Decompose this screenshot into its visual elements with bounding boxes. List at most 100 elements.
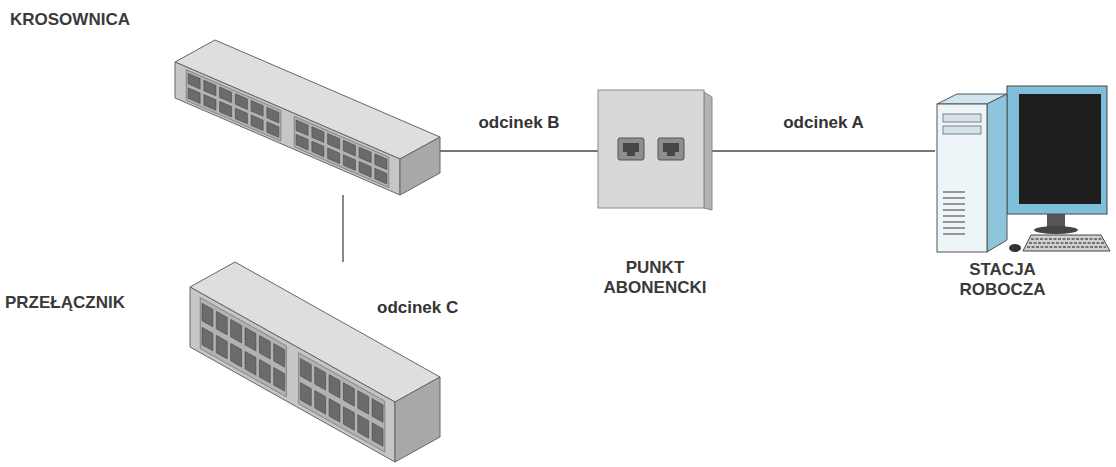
tower-vent (943, 197, 965, 199)
port-panel (200, 298, 286, 397)
rj45-port (329, 399, 340, 423)
rj45-port (216, 335, 227, 359)
workstation: STACJA ROBOCZA (935, 82, 1110, 254)
rj45-port (235, 108, 247, 124)
label-box: KROSOWNICA (10, 10, 160, 30)
device-front (190, 287, 395, 462)
cable-line (342, 195, 343, 262)
rj45-port (251, 115, 263, 131)
cable-line (712, 150, 935, 151)
rj45-port (358, 391, 369, 415)
rj45-port (220, 101, 232, 117)
device-illustration (598, 90, 712, 210)
outlet-face (598, 90, 704, 208)
rj45-port (312, 127, 324, 143)
rj45-port (259, 336, 270, 360)
edge-label-box: odcinek A (781, 113, 866, 133)
device-label: PUNKT ABONENCKI (585, 258, 725, 299)
rj45-port (204, 80, 216, 96)
keyboard-keys (1027, 246, 1106, 247)
rj45-port (375, 154, 387, 170)
segment-label: odcinek C (375, 298, 460, 317)
outlet-side (704, 92, 712, 210)
drive-bay (943, 126, 981, 134)
monitor-body (1007, 86, 1107, 214)
rj45-port (274, 368, 285, 392)
rj45-port (216, 311, 227, 335)
rj45-port (235, 94, 247, 110)
cable-line (440, 150, 598, 151)
device-end (395, 377, 440, 462)
monitor-base (1034, 226, 1078, 234)
segment-label: odcinek B (476, 113, 561, 132)
rj45-port (245, 351, 256, 375)
rj45-port (343, 140, 355, 156)
rj45-port (251, 101, 263, 117)
drive-bay (943, 114, 981, 122)
rj45-port (329, 375, 340, 399)
rj45-port (202, 303, 213, 327)
device-label: STACJA ROBOCZA (935, 260, 1070, 301)
rj45-port (372, 399, 383, 423)
tower-side (987, 94, 1007, 252)
rj45-port (375, 168, 387, 184)
patch-panel: KROSOWNICA (175, 40, 440, 195)
tower-front (937, 104, 987, 252)
rj45-port (204, 95, 216, 111)
keyboard (1023, 235, 1110, 251)
network-switch: PRZEŁĄCZNIK (190, 262, 440, 462)
rj45-port (300, 383, 311, 407)
wall-outlet: PUNKT ABONENCKI (598, 90, 712, 210)
rj45-port (245, 327, 256, 351)
port-panel (294, 116, 389, 187)
edge-label-box: odcinek B (476, 113, 561, 133)
device-label: PRZEŁĄCZNIK (5, 293, 175, 313)
device-front (175, 62, 400, 195)
port-panel (186, 70, 281, 141)
tower-vent (943, 191, 965, 193)
rj45-port (231, 343, 242, 367)
outlet-socket (658, 138, 684, 160)
monitor-stand (1047, 214, 1065, 228)
rj45-port (231, 319, 242, 343)
tower-vent (943, 215, 965, 217)
rj45-port (343, 383, 354, 407)
tower-vent (943, 203, 965, 205)
device-top (190, 262, 440, 402)
rj45-port (188, 73, 200, 89)
rj45-port (359, 147, 371, 163)
label-box: STACJA ROBOCZA (935, 260, 1070, 301)
rj45-port (267, 122, 279, 138)
keyboard-keys (1031, 238, 1102, 239)
rj45-port (359, 162, 371, 178)
rj45-port (188, 88, 200, 104)
rj45-port (328, 134, 340, 150)
socket-slot (663, 143, 679, 156)
device-illustration (175, 40, 440, 195)
rj45-port (312, 141, 324, 157)
tower-vent (943, 209, 965, 211)
outlet-socket (618, 138, 644, 160)
port-panel (299, 353, 385, 452)
rj45-port (328, 148, 340, 164)
rj45-port (220, 87, 232, 103)
label-box: PUNKT ABONENCKI (585, 258, 725, 299)
label-box: PRZEŁĄCZNIK (5, 293, 175, 313)
rj45-port (274, 344, 285, 368)
rj45-port (296, 120, 308, 136)
rj45-port (343, 155, 355, 171)
device-top (175, 40, 440, 159)
rj45-port (343, 407, 354, 431)
rj45-port (300, 359, 311, 383)
tower-vent (943, 233, 965, 235)
rj45-port (202, 327, 213, 351)
rj45-port (259, 360, 270, 384)
keyboard-keys (1029, 242, 1104, 243)
rj45-port (267, 107, 279, 123)
tower-vent (943, 227, 965, 229)
monitor-screen (1019, 94, 1101, 204)
segment-label: odcinek A (781, 113, 866, 132)
device-illustration (935, 82, 1110, 254)
device-end (400, 137, 440, 195)
rj45-port (315, 391, 326, 415)
